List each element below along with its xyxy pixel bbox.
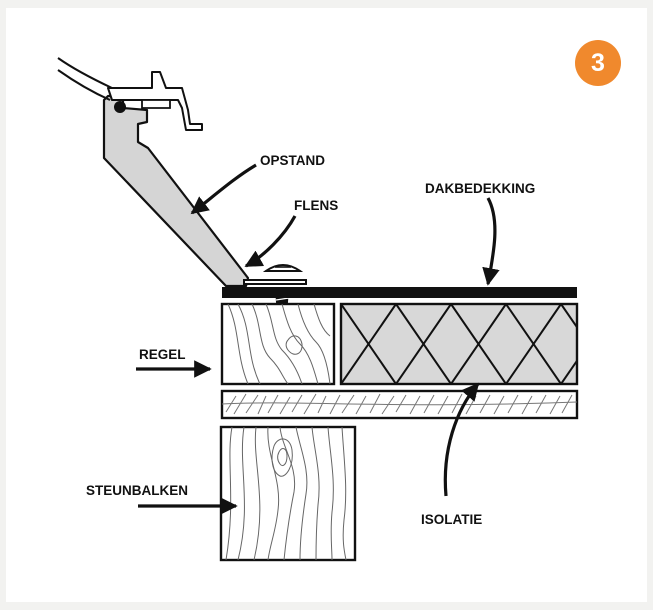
flange	[243, 279, 307, 285]
label-isolatie: ISOLATIE	[421, 512, 482, 527]
base-board	[220, 389, 579, 420]
arrows	[136, 163, 500, 515]
profile-bead-icon	[114, 101, 126, 113]
support-beam	[219, 425, 357, 562]
arrow-isolatie	[443, 382, 480, 497]
arrow-opstand	[190, 163, 257, 215]
label-steunbalken: STEUNBALKEN	[86, 483, 188, 498]
label-flens: FLENS	[294, 198, 338, 213]
edge-profile	[102, 94, 250, 288]
cover-clip	[57, 57, 203, 131]
label-regel: REGEL	[139, 347, 186, 362]
step-number-badge: 3	[575, 40, 621, 86]
label-dakbedekking: DAKBEDEKKING	[425, 181, 535, 196]
roof-covering	[222, 287, 577, 298]
arrow-flens	[244, 215, 297, 268]
regel-batten	[220, 302, 336, 386]
isolation-panel	[339, 302, 579, 386]
label-opstand: OPSTAND	[260, 153, 325, 168]
arrow-dakbedekking	[482, 197, 500, 286]
